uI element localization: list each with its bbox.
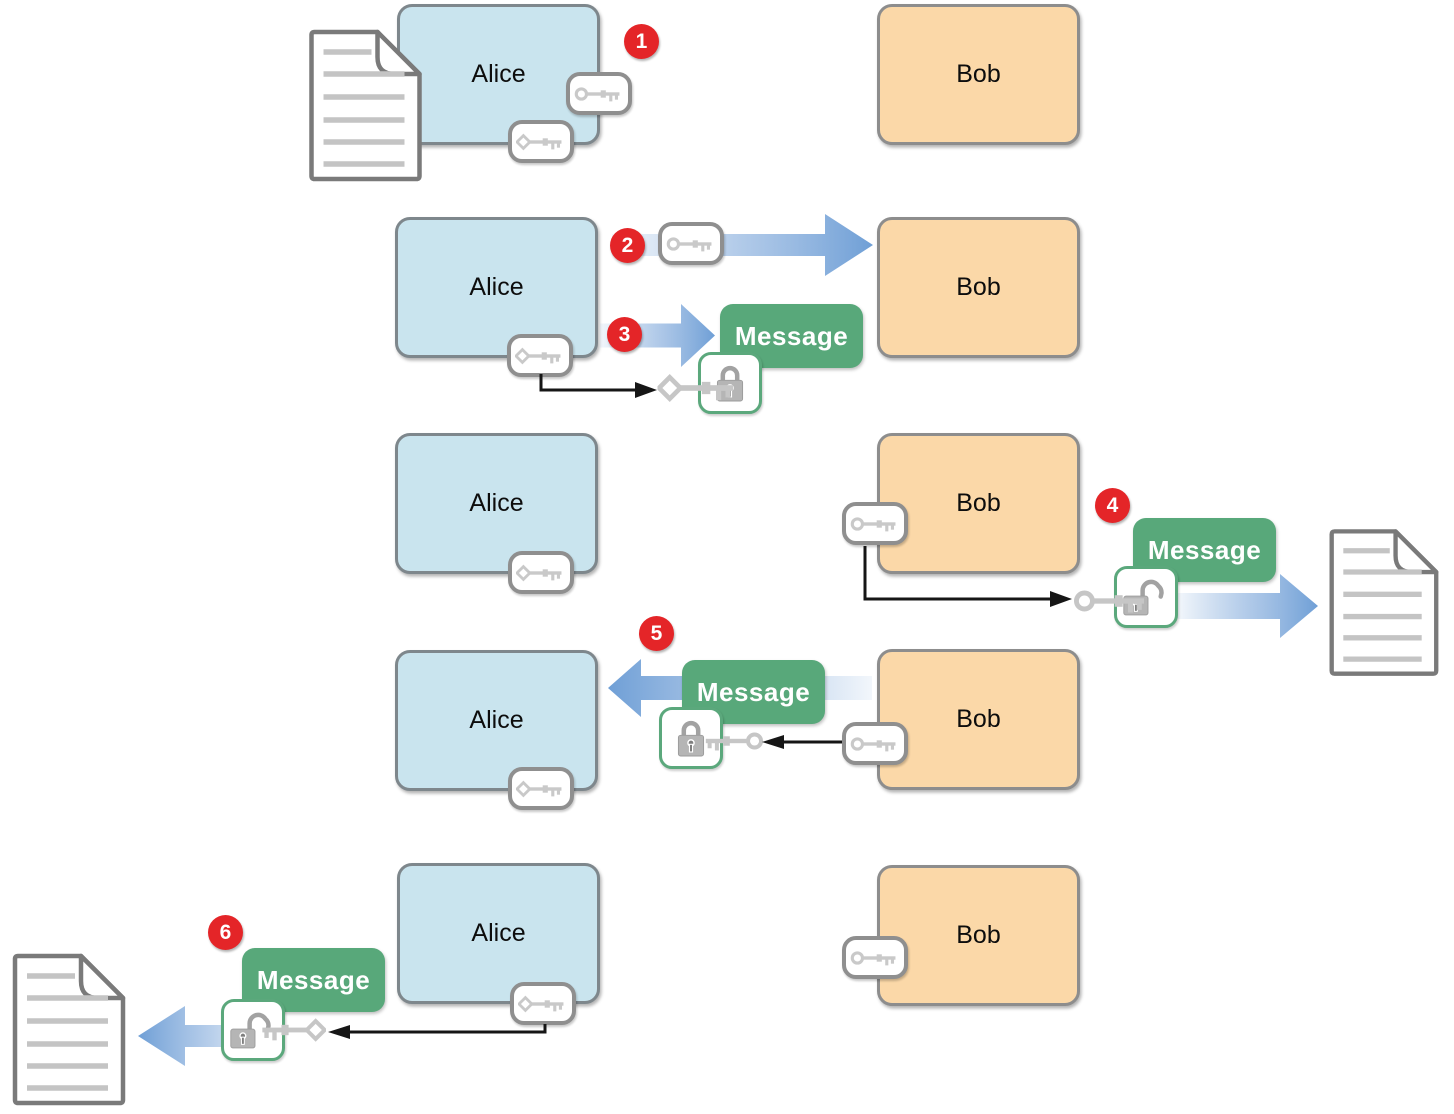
transfer-arrow-decrypted-left bbox=[138, 1006, 268, 1066]
private-key-icon bbox=[516, 777, 566, 801]
transfer-arrow-decrypted-right bbox=[1178, 574, 1318, 638]
key-apply-arrow-step6 bbox=[328, 1024, 547, 1039]
message-label: Message bbox=[1147, 534, 1262, 565]
private-key-icon bbox=[656, 371, 742, 405]
alice-private-key-pill bbox=[507, 334, 573, 377]
document-icon bbox=[1322, 524, 1443, 682]
bob-label: Bob bbox=[956, 60, 1001, 88]
bob-public-key-pill bbox=[842, 502, 908, 545]
private-key-icon bbox=[516, 130, 566, 154]
bob-box-step2: Bob bbox=[877, 217, 1080, 358]
step-number: 4 bbox=[1106, 493, 1119, 517]
step-number: 3 bbox=[618, 322, 631, 346]
transfer-arrow-encrypt-right bbox=[600, 304, 715, 367]
step-number: 2 bbox=[621, 233, 634, 257]
public-key-in-transit-pill bbox=[658, 222, 724, 265]
message-label: Message bbox=[256, 964, 371, 995]
public-key-icon bbox=[666, 232, 716, 256]
private-key-icon bbox=[256, 1015, 326, 1045]
bob-public-key-pill bbox=[842, 722, 908, 765]
step-number: 1 bbox=[635, 29, 648, 53]
key-apply-arrow-step5 bbox=[762, 735, 842, 749]
alice-box-step3: Alice bbox=[395, 433, 598, 574]
bob-label: Bob bbox=[956, 489, 1001, 517]
step-badge-3: 3 bbox=[607, 317, 642, 352]
alice-label: Alice bbox=[469, 489, 524, 517]
step-badge-2: 2 bbox=[610, 228, 645, 263]
bob-label: Bob bbox=[956, 921, 1001, 949]
document-icon bbox=[300, 27, 428, 185]
alice-label: Alice bbox=[471, 919, 526, 947]
public-key-icon bbox=[1072, 585, 1152, 617]
message-label: Message bbox=[696, 676, 811, 707]
bob-box-step5: Bob bbox=[877, 865, 1080, 1006]
step-number: 6 bbox=[219, 920, 232, 944]
bob-label: Bob bbox=[956, 705, 1001, 733]
public-key-icon bbox=[850, 512, 900, 536]
alice-label: Alice bbox=[469, 273, 524, 301]
alice-box-step1: Alice bbox=[397, 4, 600, 145]
document-icon bbox=[5, 950, 130, 1110]
private-key-icon bbox=[516, 561, 566, 585]
alice-public-key-pill bbox=[566, 72, 632, 115]
public-key-icon bbox=[700, 727, 764, 755]
step-badge-1: 1 bbox=[624, 24, 659, 59]
transfer-arrow-public-key-right bbox=[612, 214, 873, 276]
alice-label: Alice bbox=[471, 60, 526, 88]
message-box-decrypted-step6: Message bbox=[242, 948, 385, 1012]
bob-box-step4: Bob bbox=[877, 649, 1080, 790]
private-key-icon bbox=[518, 992, 568, 1016]
bob-label: Bob bbox=[956, 273, 1001, 301]
bob-box-step1: Bob bbox=[877, 4, 1080, 145]
key-apply-arrow-step3 bbox=[539, 374, 657, 398]
private-key-icon bbox=[515, 344, 565, 368]
key-apply-arrow-step4 bbox=[863, 546, 1072, 607]
alice-label: Alice bbox=[469, 706, 524, 734]
public-key-icon bbox=[574, 82, 624, 106]
alice-private-key-pill bbox=[508, 551, 574, 594]
step-badge-6: 6 bbox=[208, 915, 243, 950]
alice-box-step5: Alice bbox=[397, 863, 600, 1004]
public-key-icon bbox=[850, 732, 900, 756]
alice-private-key-pill bbox=[508, 120, 574, 163]
public-key-icon bbox=[850, 946, 900, 970]
step-badge-4: 4 bbox=[1095, 488, 1130, 523]
alice-private-key-pill bbox=[510, 982, 576, 1025]
alice-private-key-pill bbox=[508, 767, 574, 810]
lock-container-step5 bbox=[659, 707, 723, 769]
message-label: Message bbox=[734, 320, 849, 351]
step-number: 5 bbox=[650, 621, 663, 645]
bob-public-key-pill bbox=[842, 936, 908, 979]
step-badge-5: 5 bbox=[639, 616, 674, 651]
